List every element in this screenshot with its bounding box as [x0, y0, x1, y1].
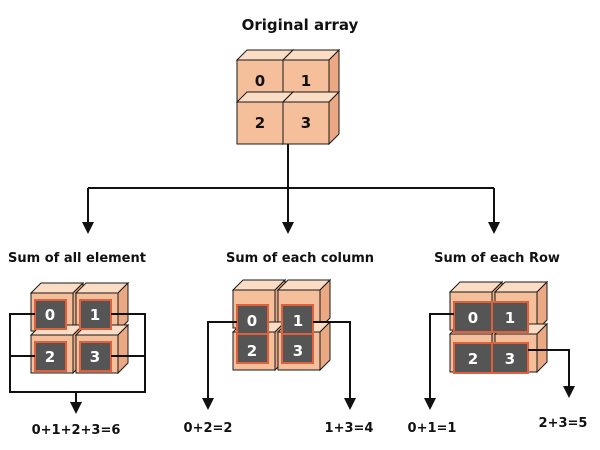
- panel-column-left-arrow-icon: [202, 398, 214, 410]
- panel-column-cell-3: 3: [293, 342, 303, 360]
- arrow-to-all-icon: [82, 222, 94, 234]
- panel-row-bottom-arrow-icon: [563, 386, 575, 398]
- panel-column-right-connector: [313, 321, 351, 400]
- panel-all-result: 0+1+2+3=6: [32, 423, 121, 438]
- panel-row-cell-2: 2: [468, 350, 478, 368]
- panel-column-cell-2: 2: [247, 342, 257, 360]
- panel-column-right-arrow-icon: [344, 398, 356, 410]
- panel-row-cell-3: 3: [505, 350, 515, 368]
- panel-all-cell-3: 3: [90, 348, 100, 366]
- panel-row-result-1: 2+3=5: [539, 416, 588, 431]
- arrow-to-row-icon: [488, 222, 500, 234]
- original-cell-1: 1: [301, 72, 311, 90]
- panel-all-outer-bracket: [9, 313, 146, 393]
- panel-row-cell-1: 1: [505, 309, 515, 327]
- panel-all-cell-0: 0: [45, 306, 55, 324]
- branch-connectors: [82, 144, 500, 234]
- panel-heading-all: Sum of all element: [8, 251, 146, 266]
- panel-column-cell-0: 0: [247, 312, 257, 330]
- original-cell-2: 2: [255, 114, 265, 132]
- panel-row-bottom-connector: [528, 349, 570, 388]
- panel-column-result-1: 1+3=4: [325, 421, 374, 436]
- original-cube-1: 1: [282, 49, 340, 103]
- panel-row-top-connector: [429, 313, 454, 400]
- panel-column-left-connector: [207, 321, 237, 400]
- panel-all: 0 1 2 3 0+1+2+3=6: [9, 282, 146, 438]
- panel-heading-column: Sum of each column: [226, 251, 374, 266]
- original-cube-0: 0: [236, 49, 294, 103]
- panel-all-cell-box-3: [79, 341, 112, 372]
- panel-all-result-arrow-icon: [70, 402, 82, 414]
- panel-column-cell-1: 1: [293, 312, 303, 330]
- original-cell-3: 3: [301, 114, 311, 132]
- panel-all-cell-1: 1: [90, 306, 100, 324]
- original-cube-2: 2: [236, 91, 294, 145]
- arrow-to-column-icon: [282, 222, 294, 234]
- panel-row-top-arrow-icon: [424, 398, 436, 410]
- diagram-title: Original array: [242, 16, 359, 34]
- original-cell-0: 0: [255, 72, 265, 90]
- panel-column-result-0: 0+2=2: [184, 421, 233, 436]
- panel-all-cell-box-0: [34, 299, 67, 330]
- panel-row: 0 1 2 3 0+1=1 2+3=5: [408, 281, 588, 436]
- panel-heading-row: Sum of each Row: [434, 251, 560, 266]
- panel-row-result-0: 0+1=1: [408, 421, 457, 436]
- panel-all-cell-2: 2: [45, 348, 55, 366]
- panel-column: 0 1 2 3 0+2=2 1+3=4: [184, 279, 374, 436]
- panel-all-cell-box-2: [34, 341, 67, 372]
- original-array: 0 1 2 3: [236, 49, 340, 145]
- panel-row-cell-0: 0: [468, 309, 478, 327]
- original-cube-3: 3: [282, 91, 340, 145]
